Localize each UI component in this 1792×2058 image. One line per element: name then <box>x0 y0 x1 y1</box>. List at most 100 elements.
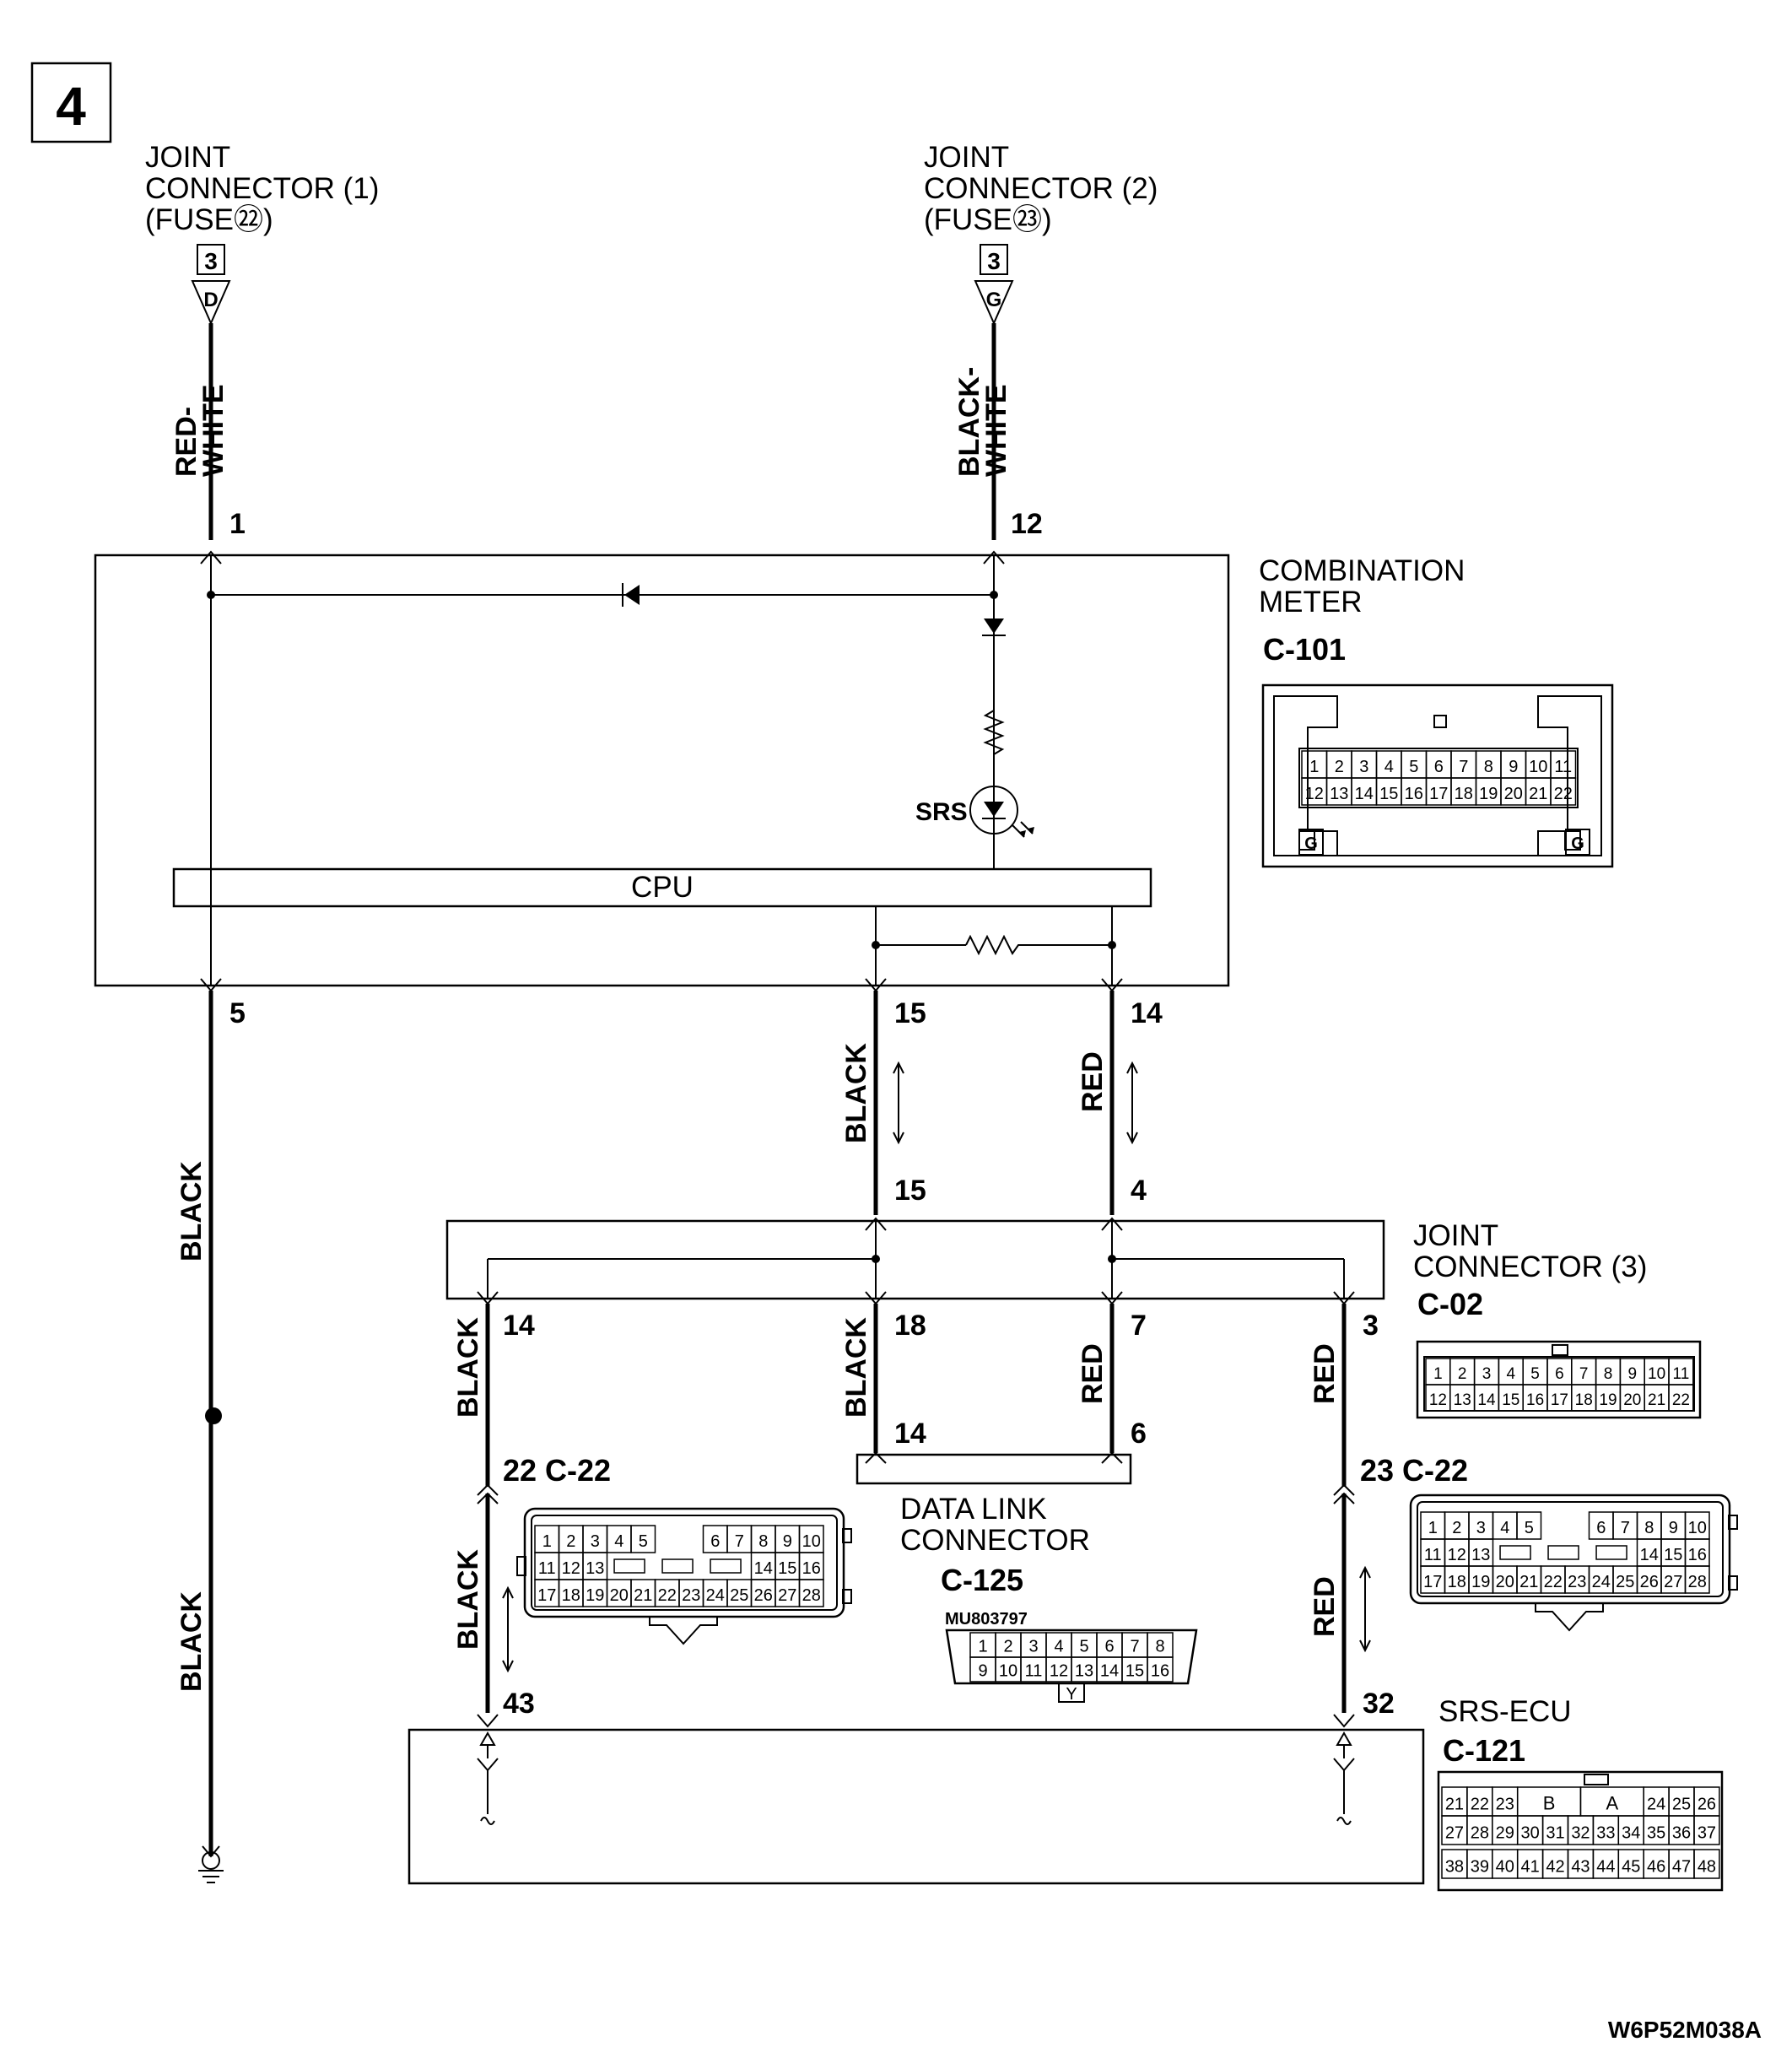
joint-connector-3-label: JOINT CONNECTOR (3) C-02 <box>1413 1219 1647 1321</box>
c02-pin: 14 <box>1477 1391 1496 1409</box>
c121-pin: 41 <box>1521 1858 1540 1877</box>
c22-right-pin: 13 <box>1471 1546 1490 1564</box>
c121-pin: 48 <box>1698 1858 1716 1877</box>
c121-pin: 28 <box>1471 1824 1489 1843</box>
c101-pin: 2 <box>1335 758 1344 776</box>
cm-label-line2: METER <box>1259 586 1363 618</box>
c121-pin: 35 <box>1647 1824 1665 1843</box>
c121-pin: 36 <box>1672 1824 1691 1843</box>
svg-text:RED-: RED- <box>170 407 202 477</box>
c101-pin: 16 <box>1405 785 1423 803</box>
svg-text:G: G <box>1304 835 1318 853</box>
c101-pin: 4 <box>1384 758 1394 776</box>
c22-left-pin: 8 <box>758 1532 768 1551</box>
c125-pin: 3 <box>1028 1638 1038 1656</box>
resistor-icon <box>965 934 1023 956</box>
c121-pin: 33 <box>1596 1824 1615 1843</box>
c22-left-pin: 19 <box>586 1586 604 1605</box>
wire-label-black-upper: BLACK <box>175 1161 208 1261</box>
c121-pin: 47 <box>1672 1858 1691 1877</box>
c22-right-pin: 24 <box>1592 1573 1611 1591</box>
jc2-ref-page: 3 <box>987 248 1001 274</box>
srs-ecu-box <box>408 1728 1425 1885</box>
c02-pin: 5 <box>1530 1365 1540 1383</box>
c22-right-pin: 10 <box>1688 1519 1707 1537</box>
wire-label-red-14: RED <box>1077 1051 1109 1112</box>
c125-pin: 6 <box>1104 1638 1114 1656</box>
jc2-label-line1: JOINT <box>924 141 1009 174</box>
c22-right-pin: 4 <box>1500 1519 1509 1537</box>
wire-label-red-c22: RED <box>1309 1576 1341 1637</box>
c02-pin: 22 <box>1672 1391 1690 1409</box>
c02-pin: 13 <box>1454 1391 1471 1409</box>
c121-pin: A <box>1606 1793 1618 1814</box>
c101-pin: 11 <box>1554 758 1572 776</box>
c121-pin: 39 <box>1471 1858 1489 1877</box>
c22-right-pin: 14 <box>1640 1546 1659 1564</box>
c22-right-pin: 19 <box>1471 1573 1490 1591</box>
jc2-reference-marker: 3 G <box>974 244 1014 326</box>
diode-icon <box>624 585 640 605</box>
c02-pin: 18 <box>1575 1391 1593 1409</box>
c22-right-pin: 15 <box>1664 1546 1682 1564</box>
bidirectional-arrow-icon <box>502 1585 514 1673</box>
c22-left-pin: 28 <box>802 1586 821 1605</box>
resistor-icon <box>983 705 1005 759</box>
c22-right-pin: 9 <box>1669 1519 1678 1537</box>
c22-right-pin: 17 <box>1423 1573 1442 1591</box>
dlc-connector-id: C-125 <box>941 1563 1023 1597</box>
c22-right-pin: 26 <box>1640 1573 1659 1591</box>
c121-pin: 44 <box>1596 1858 1615 1877</box>
c22-left-pin: 18 <box>562 1586 580 1605</box>
c02-pin: 17 <box>1551 1391 1568 1409</box>
c125-cell <box>1147 1656 1174 1683</box>
cm-pin-12: 12 <box>1011 508 1043 540</box>
srs-ecu-label: SRS-ECU C-121 <box>1438 1695 1572 1768</box>
c125-pin: 5 <box>1079 1638 1088 1656</box>
c121-cell <box>1693 1849 1720 1879</box>
c22-left-pin: 22 <box>658 1586 677 1605</box>
c02-pin: 7 <box>1579 1365 1589 1383</box>
c121-pin: 23 <box>1496 1796 1514 1814</box>
wire-label-black-15: BLACK <box>840 1043 872 1143</box>
wire-label-red-white: RED- WHITE <box>170 384 229 477</box>
c22-right-pin: 27 <box>1664 1573 1682 1591</box>
c101-pin: 14 <box>1355 785 1374 803</box>
cm-label-line1: COMBINATION <box>1259 554 1465 587</box>
c121-pin: 26 <box>1698 1796 1716 1814</box>
jc3-pin-in-4: 4 <box>1131 1175 1147 1207</box>
c22-right-pin: 25 <box>1616 1573 1634 1591</box>
c22-left-pin: 1 <box>542 1532 552 1551</box>
c101-pin: 9 <box>1509 758 1518 776</box>
jc3-label-line2: CONNECTOR (3) <box>1413 1250 1647 1283</box>
srs-warning-lamp-icon <box>969 786 1034 838</box>
c02-pin: 1 <box>1433 1365 1443 1383</box>
c101-pin: 13 <box>1330 785 1348 803</box>
c22-right-pin: 2 <box>1452 1519 1461 1537</box>
srs-ecu-label-text: SRS-ECU <box>1438 1695 1572 1728</box>
c22-left-pin: 11 <box>538 1559 556 1578</box>
c22-left-pin: 26 <box>754 1586 773 1605</box>
c101-pin: 3 <box>1359 758 1368 776</box>
wire-label-black-lower: BLACK <box>175 1591 208 1692</box>
c121-pin: 37 <box>1698 1824 1716 1843</box>
jc3-pin-out-14: 14 <box>503 1310 535 1342</box>
cpu-block <box>172 867 1152 908</box>
c121-pin: 29 <box>1496 1824 1514 1843</box>
jc3-pin-out-3: 3 <box>1363 1310 1379 1342</box>
cm-pin-14: 14 <box>1131 997 1163 1029</box>
c121-pin: 38 <box>1445 1858 1464 1877</box>
c125-pin: 13 <box>1075 1662 1093 1681</box>
joint-connector-1-label: JOINT CONNECTOR (1) (FUSE㉒) <box>145 141 379 236</box>
cm-connector-id: C-101 <box>1263 632 1346 667</box>
c121-pin: 24 <box>1647 1796 1665 1814</box>
wire-label-red-jc3: RED <box>1309 1343 1341 1404</box>
c02-pin: 15 <box>1502 1391 1519 1409</box>
joint-connector-2-label: JOINT CONNECTOR (2) (FUSE㉓) <box>924 141 1158 236</box>
cm-pin-5: 5 <box>229 997 246 1029</box>
svg-text:WHITE: WHITE <box>197 384 229 477</box>
c121-pin: B <box>1543 1793 1556 1814</box>
c02-pin: 6 <box>1555 1365 1564 1383</box>
c101-pin: 18 <box>1455 785 1473 803</box>
